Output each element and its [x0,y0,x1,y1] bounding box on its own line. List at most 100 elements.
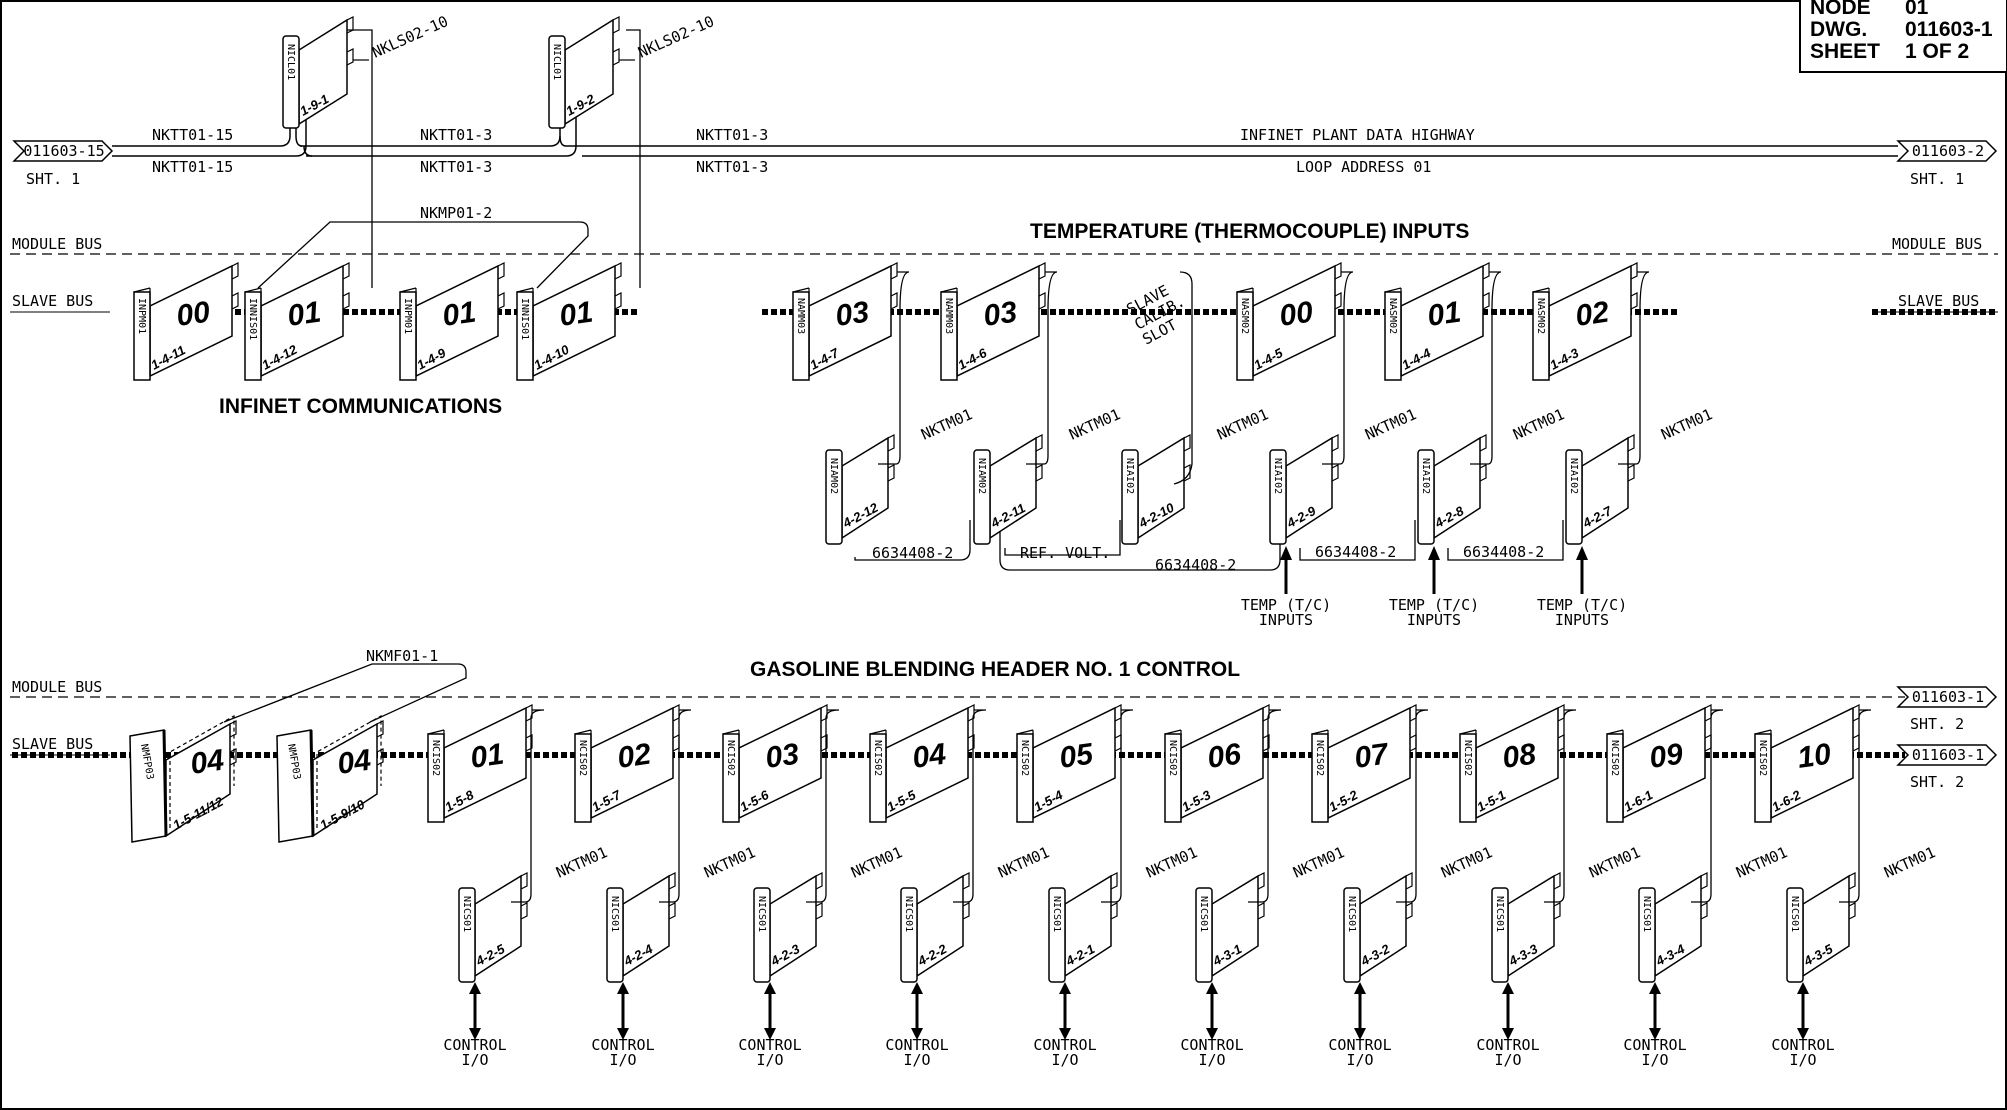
temp-term-unit-edge [1479,434,1487,482]
gas-nktm-route [953,709,987,903]
temp-term-unit-edge [1035,434,1043,482]
temp-module-code: NAMM03 [943,298,954,334]
temp-input-label: TEMP (T/C) [1389,596,1479,614]
infinet-module-edge [342,262,350,310]
control-io-label: I/O [1789,1051,1816,1069]
nicl-edge [612,16,620,66]
nktm-label: NKTM01 [1658,405,1715,443]
cable-nkmp: NKMP01-2 [420,204,492,222]
gas-ref-1: 011603-1 [1912,688,1984,706]
gas-nktm-route [659,709,692,903]
gas-nktm-label: NKTM01 [995,843,1052,881]
infinet-module-code: INPM01 [136,298,147,334]
temp-term-unit-face [1269,449,1287,545]
gas-nktm-label: NKTM01 [1143,843,1200,881]
gas-term-unit-face [753,887,771,983]
nkmp-cable [257,221,589,289]
temp-module-addr: 03 [981,296,1019,333]
control-io-label: CONTROL [1476,1036,1539,1054]
infinet-module-edge [614,262,622,310]
temp-term-unit-code: NIAI02 [1124,458,1135,494]
gas-module-addr: 08 [1500,738,1538,775]
gas-module-addr: 06 [1205,738,1243,775]
gas-ref-2-sheet: SHT. 2 [1910,773,1964,791]
hw-seg2-top: NKTT01-3 [420,126,492,144]
mfp-addr: 04 [335,744,373,781]
nktm-route [1618,271,1650,465]
gas-nktm-label: NKTM01 [1881,843,1938,881]
gas-module-code: NCIS02 [1019,740,1030,776]
gas-term-unit-face [1343,887,1361,983]
infinet-module-code: INPM01 [402,298,413,334]
gas-module-edge [1557,704,1565,752]
temp-input-arrowhead [1428,546,1440,560]
control-io-label: I/O [1346,1051,1373,1069]
gas-ref-1-sheet: SHT. 2 [1910,715,1964,733]
temp-module-top [1384,287,1402,293]
gas-module-top [722,729,740,735]
highway-left-sheet: SHT. 1 [26,170,80,188]
control-io-arrowhead-up [1797,982,1809,994]
temp-module-top [1236,287,1254,293]
gas-module-code: NCIS02 [872,740,883,776]
label-6634-2: 6634408-2 [1155,556,1236,574]
node-value: 01 [1905,0,1929,19]
hw-seg1-bot: NKTT01-15 [152,158,233,176]
infinet-module-addr: 01 [440,296,478,333]
control-io-arrowhead-up [1354,982,1366,994]
label-ref-volt: REF. VOLT. [1020,544,1110,562]
gas-term-unit-edge [962,872,970,920]
control-io-label: I/O [609,1051,636,1069]
gas-module-edge [1409,704,1417,752]
control-io-arrowhead-down [764,1028,776,1040]
temp-term-unit-face [973,449,991,545]
module-bus-label-lower: MODULE BUS [12,678,102,696]
gas-term-unit-edge [1405,872,1413,920]
gas-term-unit-code: NICS01 [461,896,472,932]
infinet-module-addr: 01 [285,296,323,333]
gas-nktm-route [1544,709,1577,903]
temp-input-label: TEMP (T/C) [1537,596,1627,614]
mfp-face-edge [162,729,168,837]
control-io-arrowhead-up [764,982,776,994]
control-io-arrowhead-down [1354,1028,1366,1040]
module-bus-label-left: MODULE BUS [12,235,102,253]
gas-module-addr: 04 [910,738,948,775]
gas-term-unit-edge [1848,872,1856,920]
nkmf-cable [223,663,467,723]
control-io-arrowhead-down [1797,1028,1809,1040]
temp-module-addr: 01 [1425,296,1463,333]
temp-module-edge [1630,262,1638,310]
temp-module-addr: 00 [1277,296,1315,333]
control-io-arrowhead-down [617,1028,629,1040]
infinet-module-top [244,287,262,293]
gas-module-top [427,729,445,735]
temp-module-edge [1038,262,1046,310]
gas-ref-connector-2: 011603-1 SHT. 2 [1896,744,1998,791]
control-io-label: I/O [461,1051,488,1069]
nicl-code: NICL01 [551,44,562,80]
infinet-module-top [516,287,534,293]
temp-module-addr: 02 [1573,296,1611,333]
gas-nktm-label: NKTM01 [1586,843,1643,881]
loop-address: LOOP ADDRESS 01 [1296,158,1431,176]
gas-term-unit-edge [1110,872,1118,920]
sheet-label: SHEET [1810,40,1880,63]
control-io-arrowhead-up [1649,982,1661,994]
nicl-cable-label: NKLS02-10 [635,12,717,62]
